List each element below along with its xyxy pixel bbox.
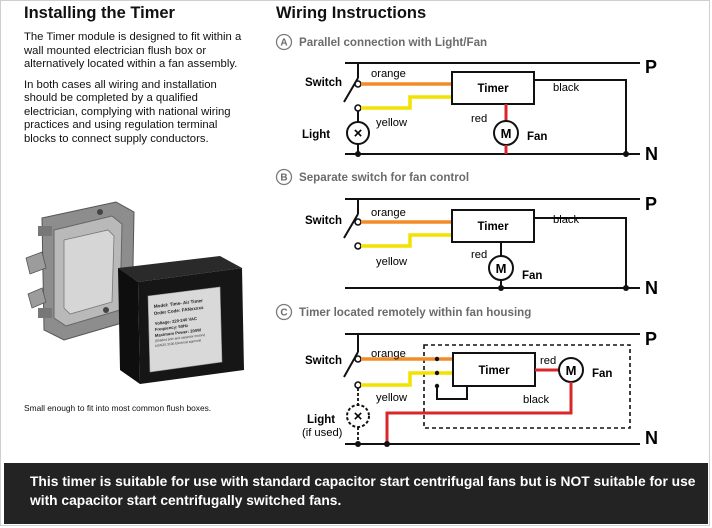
install-paragraph-2: In both cases all wiring and installatio… bbox=[24, 78, 231, 145]
svg-text:M: M bbox=[496, 261, 507, 276]
diagram-a-fan-label: Fan bbox=[527, 131, 547, 143]
diagram-b-switch-label: Switch bbox=[305, 215, 342, 227]
diagram-a-black-wire bbox=[534, 79, 627, 154]
svg-text:×: × bbox=[354, 125, 363, 142]
compatibility-footer: This timer is suitable for use with stan… bbox=[4, 463, 708, 524]
diagram-c-switch-label: Switch bbox=[305, 355, 342, 367]
diagram-b-p-label: P bbox=[645, 194, 657, 214]
label-note: (Shaded pole and capacitor motors) bbox=[155, 333, 206, 343]
diagram-a-red-label: red bbox=[471, 113, 487, 125]
diagram-b-badge bbox=[275, 168, 293, 186]
diagram-b-switch-lever bbox=[343, 213, 359, 239]
wiring-diagrams: .lbl { font-size:11.2px; } .bold { font-… bbox=[275, 33, 658, 448]
diagram-c-p-label: P bbox=[645, 329, 657, 349]
diagram-b-black-wire bbox=[534, 217, 627, 288]
installing-heading: Installing the Timer bbox=[24, 4, 175, 22]
diagram-a-n-label: N bbox=[645, 144, 658, 164]
diagram-c-light-note: (if used) bbox=[302, 427, 343, 439]
diagram-c-red-label: red bbox=[540, 355, 556, 367]
diagram-a-title: Parallel connection with Light/Fan bbox=[299, 36, 487, 49]
timer-product-photo: Model: Time- Air Timer Order Code: FANxx… bbox=[25, 201, 244, 384]
diagram-b-black-label: black bbox=[553, 214, 580, 226]
diagram-c-n-label: N bbox=[645, 428, 658, 448]
diagram-b-title: Separate switch for fan control bbox=[299, 171, 469, 184]
diagram-c-switch-lever bbox=[343, 351, 359, 378]
diagram-b-timer-label: Timer bbox=[477, 221, 509, 233]
diagram-b-fan-label: Fan bbox=[522, 270, 542, 282]
label-order-code: Order Code: FANxxxxx bbox=[154, 305, 205, 316]
diagram-b-timer-box bbox=[451, 209, 535, 243]
diagram-a-badge bbox=[275, 33, 293, 51]
diagram-c-letter: C bbox=[280, 308, 287, 319]
diagram-a-black-label: black bbox=[553, 82, 580, 94]
label-frequency: Frequency: 50Hz bbox=[155, 323, 189, 332]
diagram-c-yellow-label: yellow bbox=[376, 392, 408, 404]
diagram-c-black-label: black bbox=[523, 394, 550, 406]
diagram-b: B Separate switch for fan control P N Sw… bbox=[275, 168, 658, 298]
svg-text:×: × bbox=[354, 408, 363, 425]
diagram-c-light-label: Light bbox=[307, 414, 335, 426]
diagram-b-orange-label: orange bbox=[371, 207, 406, 219]
diagram-b-red-label: red bbox=[471, 249, 487, 261]
diagram-b-letter: B bbox=[280, 173, 287, 184]
diagram-c-yellow-wire bbox=[361, 371, 453, 387]
timer-module-image: Model: Time- Air Timer Order Code: FANxx… bbox=[118, 256, 244, 384]
install-paragraph-1: The Timer module is designed to fit with… bbox=[24, 31, 242, 70]
footer-text: This timer is suitable for use with stan… bbox=[30, 474, 696, 508]
diagram-a-orange-label: orange bbox=[371, 68, 406, 80]
diagram-a-letter: A bbox=[280, 38, 287, 49]
diagram-a-timer-box bbox=[451, 71, 535, 105]
diagram-b-n-label: N bbox=[645, 278, 658, 298]
photo-caption: Small enough to fit into most common flu… bbox=[24, 403, 212, 413]
label-voltage: Voltage: 220-240 VAC bbox=[155, 316, 198, 326]
diagram-c-fan-label: Fan bbox=[592, 368, 612, 380]
diagram-c-orange-label: orange bbox=[371, 348, 406, 360]
label-model: Model: Time- Air Timer bbox=[154, 298, 204, 309]
installation-section: Installing the Timer The Timer module is… bbox=[24, 0, 252, 146]
diagram-c-badge bbox=[275, 303, 293, 321]
diagram-a-p-label: P bbox=[645, 57, 657, 77]
diagram-a-yellow-label: yellow bbox=[376, 117, 408, 129]
diagram-a: A Parallel connection with Light/Fan P N… bbox=[275, 33, 658, 164]
diagram-a-yellow-wire bbox=[361, 95, 452, 110]
diagram-c: C Timer located remotely within fan hous… bbox=[275, 303, 658, 448]
diagram-c-title: Timer located remotely within fan housin… bbox=[299, 306, 531, 319]
diagram-a-light-label: Light bbox=[302, 129, 330, 141]
svg-text:M: M bbox=[501, 126, 512, 141]
label-approval: AS/NZS 3100 Electrical approval bbox=[155, 338, 202, 348]
diagram-c-fan-housing bbox=[423, 344, 631, 429]
diagram-c-black-wire bbox=[436, 386, 468, 400]
diagram-a-switch-label: Switch bbox=[305, 77, 342, 89]
wiring-heading: Wiring Instructions bbox=[276, 4, 427, 22]
diagram-b-yellow-wire bbox=[361, 233, 452, 248]
diagram-c-timer-label: Timer bbox=[478, 365, 510, 377]
svg-text:M: M bbox=[566, 363, 577, 378]
diagram-a-timer-label: Timer bbox=[477, 83, 509, 95]
diagram-b-yellow-label: yellow bbox=[376, 256, 408, 268]
label-power: Maximum Power: 200W bbox=[155, 327, 202, 338]
diagram-c-neutral-wire bbox=[385, 382, 573, 444]
flush-box-image bbox=[25, 201, 135, 341]
